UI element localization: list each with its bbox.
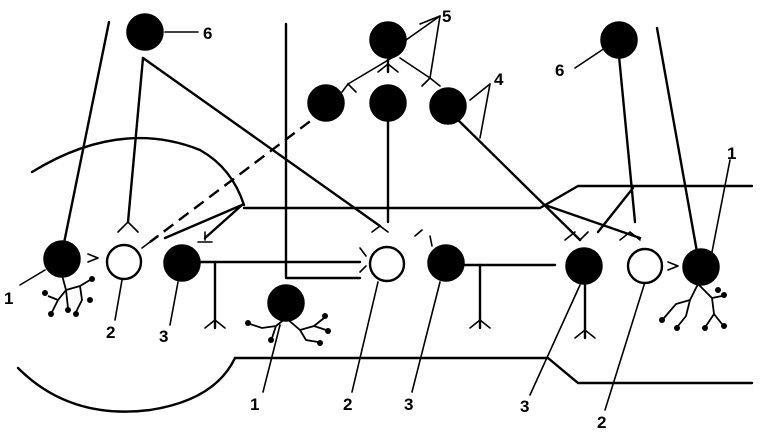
cell-1-right [682, 248, 720, 286]
dendrite-tree-left [42, 274, 95, 317]
cell-3-right [565, 247, 603, 285]
cell-3-left [163, 244, 201, 282]
cell-4-left [307, 84, 345, 122]
cell-4-mid [369, 84, 407, 122]
label-4: 4 [494, 70, 504, 89]
cell-2-mid [368, 245, 406, 283]
cell-6-left [126, 13, 164, 51]
label-5: 5 [442, 7, 451, 26]
label-2-left: 2 [106, 323, 115, 342]
layer-boundary-bottom [233, 356, 754, 385]
cell-1-left [43, 240, 81, 278]
dendrite-tree-right [659, 283, 727, 331]
cell-1-mid [267, 284, 305, 322]
cell-5 [369, 21, 407, 59]
labels: 6 5 4 6 1 1 2 3 1 2 3 3 2 [4, 7, 736, 432]
label-3-left: 3 [159, 327, 168, 346]
label-1-left: 1 [4, 289, 13, 308]
cell-2-right [626, 247, 664, 285]
lower-arc [16, 356, 237, 413]
leader-lines [19, 15, 731, 411]
label-1-mid: 1 [250, 395, 259, 414]
label-3-mid: 3 [404, 395, 413, 414]
cells [43, 13, 720, 322]
label-6-right: 6 [555, 61, 564, 80]
label-1-right: 1 [727, 144, 736, 163]
label-6-left: 6 [203, 24, 212, 43]
cell-4-right [429, 87, 467, 125]
cell-2-left [105, 243, 143, 281]
connection-lines [61, 20, 699, 340]
cell-6-right [600, 21, 638, 59]
label-2-mid: 2 [343, 395, 352, 414]
label-3-right: 3 [520, 397, 529, 416]
label-2-right: 2 [597, 413, 606, 432]
layer-boundary-top [242, 184, 754, 210]
dashed-projection [149, 109, 326, 243]
dendrite-tree-mid [245, 313, 331, 346]
cell-3-mid [427, 244, 465, 282]
left-vertical-axon [284, 22, 362, 280]
